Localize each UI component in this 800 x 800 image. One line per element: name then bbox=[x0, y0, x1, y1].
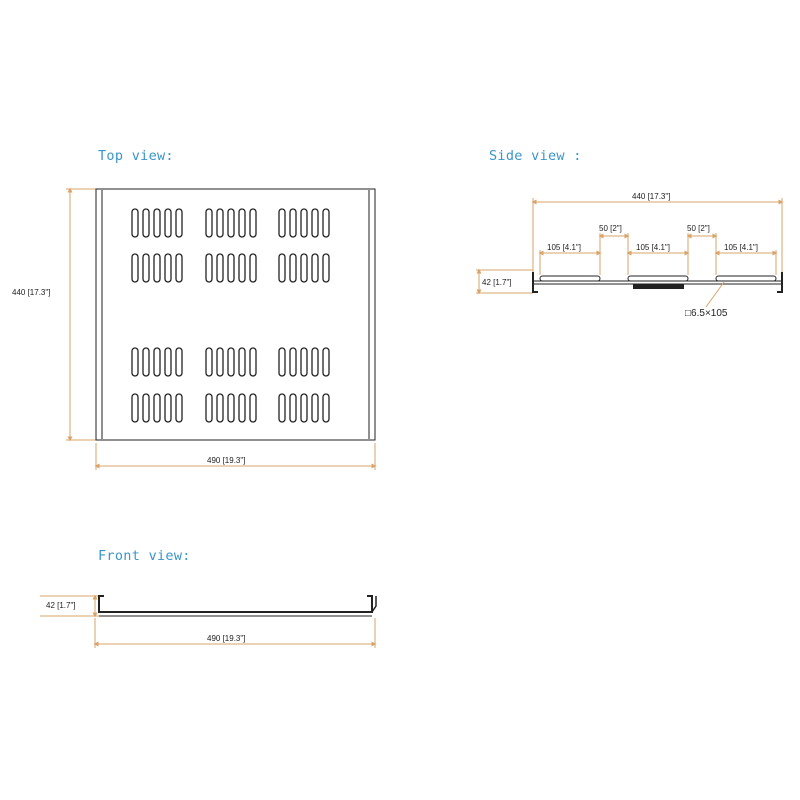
vent-slot bbox=[142, 347, 150, 377]
side-slot-a-label: 105 [4.1"] bbox=[547, 243, 581, 252]
side-depth-label: 440 [17.3"] bbox=[632, 192, 670, 201]
vent-slot bbox=[205, 208, 213, 238]
vent-slot bbox=[278, 253, 286, 283]
front-view-title: Front view: bbox=[98, 548, 191, 564]
vent-slot bbox=[175, 253, 183, 283]
vent-slot bbox=[142, 393, 150, 423]
vent-slot bbox=[300, 208, 308, 238]
vent-slot bbox=[164, 347, 172, 377]
vent-slot bbox=[311, 393, 319, 423]
vent-slot bbox=[300, 253, 308, 283]
side-height-label: 42 [1.7"] bbox=[482, 278, 512, 287]
vent-slot bbox=[289, 208, 297, 238]
vent-slot bbox=[153, 253, 161, 283]
side-slot-a bbox=[539, 275, 601, 282]
side-front-lip bbox=[532, 272, 538, 293]
vent-slot bbox=[238, 253, 246, 283]
side-slot-c bbox=[715, 275, 777, 282]
top-width-label: 490 [19.3"] bbox=[207, 456, 245, 465]
vent-slot bbox=[238, 393, 246, 423]
vent-slot bbox=[205, 393, 213, 423]
vent-slot bbox=[289, 253, 297, 283]
side-rear-lip bbox=[777, 272, 783, 293]
side-slot-b bbox=[627, 275, 689, 282]
vent-slot bbox=[289, 347, 297, 377]
vent-slot bbox=[249, 208, 257, 238]
side-hole-note: □6.5×105 bbox=[685, 308, 728, 319]
vent-slot bbox=[142, 208, 150, 238]
vent-slot bbox=[153, 393, 161, 423]
vent-slot bbox=[322, 208, 330, 238]
vent-slot bbox=[278, 208, 286, 238]
vent-slot bbox=[322, 347, 330, 377]
vent-slot bbox=[164, 393, 172, 423]
vent-slot bbox=[153, 347, 161, 377]
vent-slot bbox=[289, 393, 297, 423]
side-gap-b-label: 50 [2"] bbox=[687, 224, 710, 233]
vent-slot bbox=[216, 393, 224, 423]
front-height-label: 42 [1.7"] bbox=[46, 601, 76, 610]
vent-slot bbox=[164, 253, 172, 283]
vent-slot bbox=[300, 393, 308, 423]
side-gap-a-label: 50 [2"] bbox=[599, 224, 622, 233]
vent-slot bbox=[131, 393, 139, 423]
top-view-title: Top view: bbox=[98, 148, 174, 164]
side-view-title: Side view : bbox=[489, 148, 582, 164]
vent-slot-pattern bbox=[131, 208, 330, 423]
top-view: 440 [17.3"] 490 [19.3"] bbox=[12, 187, 377, 470]
side-hole-leader bbox=[705, 281, 725, 308]
vent-slot bbox=[164, 208, 172, 238]
vent-slot bbox=[311, 208, 319, 238]
vent-slot bbox=[278, 347, 286, 377]
vent-slot bbox=[131, 253, 139, 283]
vent-slot bbox=[238, 208, 246, 238]
vent-slot bbox=[175, 393, 183, 423]
vent-slot bbox=[300, 347, 308, 377]
vent-slot bbox=[227, 347, 235, 377]
vent-slot bbox=[238, 347, 246, 377]
vent-slot bbox=[153, 208, 161, 238]
front-width-label: 490 [19.3"] bbox=[207, 634, 245, 643]
vent-slot bbox=[249, 253, 257, 283]
side-slot-b-label: 105 [4.1"] bbox=[636, 243, 670, 252]
side-slot-c-label: 105 [4.1"] bbox=[724, 243, 758, 252]
front-right-flange bbox=[371, 596, 377, 613]
vent-slot bbox=[175, 208, 183, 238]
vent-slot bbox=[311, 253, 319, 283]
vent-slot bbox=[249, 347, 257, 377]
vent-slot bbox=[142, 253, 150, 283]
top-depth-label: 440 [17.3"] bbox=[12, 288, 50, 297]
front-shelf-profile bbox=[98, 595, 373, 613]
vent-slot bbox=[175, 347, 183, 377]
vent-slot bbox=[205, 347, 213, 377]
vent-slot bbox=[131, 208, 139, 238]
front-view: 42 [1.7"] 490 [19.3"] bbox=[40, 594, 377, 648]
vent-slot bbox=[311, 347, 319, 377]
vent-slot bbox=[227, 208, 235, 238]
vent-slot bbox=[216, 253, 224, 283]
vent-slot bbox=[216, 347, 224, 377]
vent-slot bbox=[249, 393, 257, 423]
vent-slot bbox=[322, 253, 330, 283]
vent-slot bbox=[322, 393, 330, 423]
vent-slot bbox=[205, 253, 213, 283]
vent-slot bbox=[216, 208, 224, 238]
side-view: 440 [17.3"] 50 [2"] 50 [2"] 105 [4.1"] 1… bbox=[476, 192, 784, 319]
vent-slot bbox=[227, 253, 235, 283]
side-support-bracket bbox=[633, 284, 684, 289]
vent-slot bbox=[131, 347, 139, 377]
vent-slot bbox=[278, 393, 286, 423]
vent-slot bbox=[227, 393, 235, 423]
